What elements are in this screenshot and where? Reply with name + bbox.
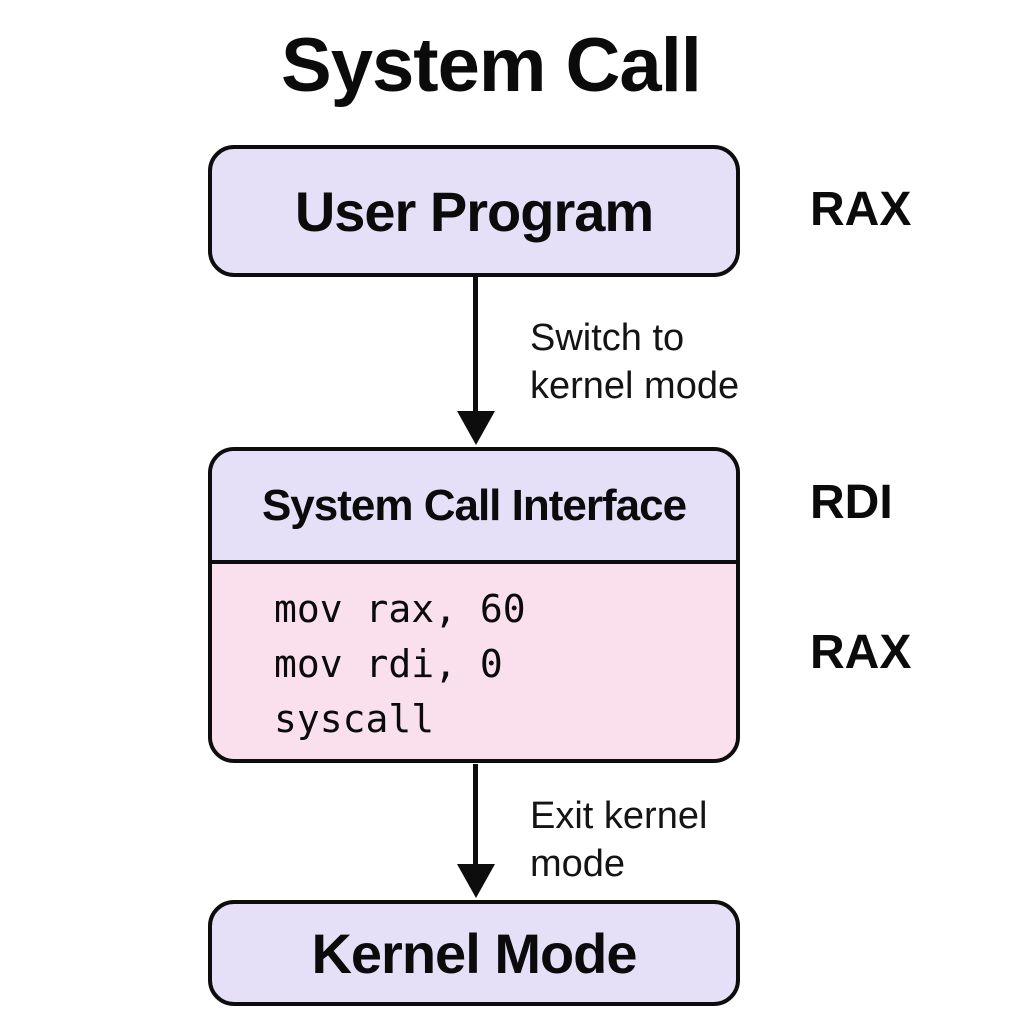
arrow-switch-to-kernel-head-icon: [457, 411, 495, 445]
diagram-title: System Call: [281, 23, 702, 108]
node-kernel-mode-label: Kernel Mode: [311, 921, 637, 985]
arrow-switch-to-kernel-line: [473, 277, 478, 413]
code-line-mov-rax: mov rax, 60: [274, 587, 526, 631]
register-label-rdi: RDI: [810, 476, 893, 529]
node-syscall-interface: System Call Interface mov rax, 60 mov rd…: [208, 447, 740, 763]
node-user-program: User Program: [208, 145, 740, 277]
node-syscall-interface-header: System Call Interface: [212, 451, 736, 564]
edge-label-exit-kernel: Exit kernel mode: [530, 795, 708, 885]
edge-label-switch-to-kernel: Switch to kernel mode: [530, 317, 740, 407]
node-syscall-interface-code-block: mov rax, 60 mov rdi, 0 syscall: [212, 564, 736, 759]
code-line-syscall: syscall: [274, 697, 435, 741]
arrow-exit-kernel-head-icon: [457, 864, 495, 898]
node-kernel-mode: Kernel Mode: [208, 900, 740, 1006]
code-line-mov-rdi: mov rdi, 0: [274, 642, 503, 686]
register-label-rax-top: RAX: [810, 183, 912, 236]
arrow-exit-kernel-line: [473, 764, 478, 867]
node-user-program-label: User Program: [294, 179, 654, 243]
register-label-rax-bottom: RAX: [810, 626, 912, 679]
